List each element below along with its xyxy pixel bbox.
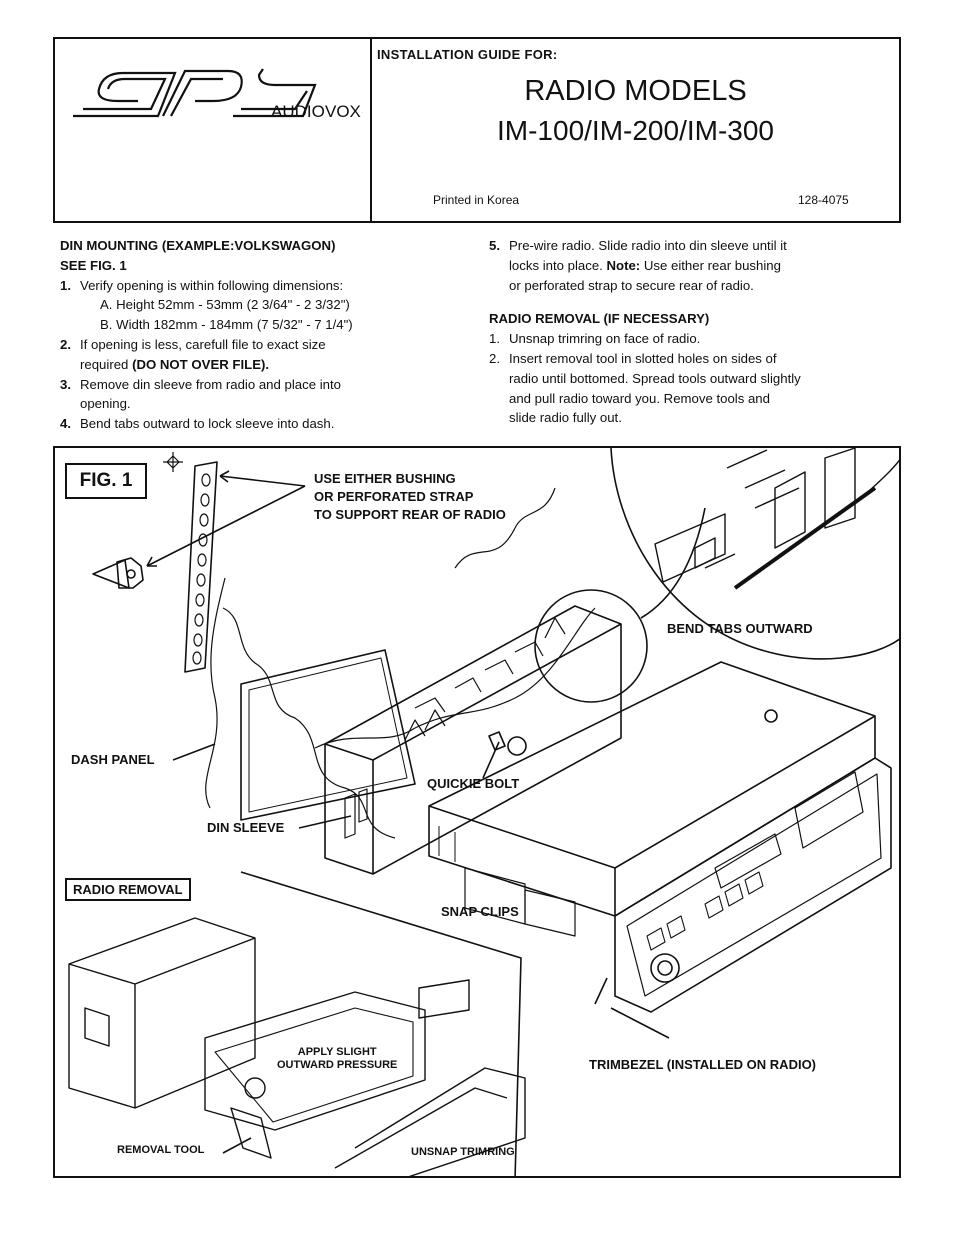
note-label: Note: [606, 257, 641, 273]
step-5-line1: Pre-wire radio. Slide radio into din sle… [509, 238, 787, 253]
removal-step-2: 2. Insert removal tool in slotted holes … [489, 349, 889, 428]
din-sleeve-art [324, 605, 622, 875]
callout-bushing: USE EITHER BUSHING OR PERFORATED STRAP T… [314, 470, 506, 524]
removal-step-2-line2: radio until bottomed. Spread tools outwa… [509, 370, 801, 386]
radio-removal-label: RADIO REMOVAL [65, 878, 191, 901]
bushing [92, 557, 144, 589]
step-5-line2-post: Use either rear bushing [640, 257, 781, 273]
callout-bend-tabs: BEND TABS OUTWARD [667, 621, 813, 636]
step-5-line2-text: locks into place. [509, 257, 607, 273]
step-3-line2: opening. [80, 396, 131, 412]
removal-illustration [68, 917, 526, 1176]
callout-bushing-line3: TO SUPPORT REAR OF RADIO [314, 507, 506, 522]
step-1: 1. Verify opening is within following di… [60, 276, 445, 296]
callout-quickie-bolt: QUICKIE BOLT [427, 776, 520, 791]
callout-bushing-line2: OR PERFORATED STRAP [314, 489, 474, 504]
figure-1: FIG. 1 USE EITHER BUSHING OR PERFORATED … [53, 446, 901, 1178]
svg-text:VOX·: VOX· [325, 102, 363, 121]
step-5-number: 5. [489, 238, 500, 253]
removal-step-2-line4: slide radio fully out. [509, 410, 622, 426]
step-4: 4. Bend tabs outward to lock sleeve into… [60, 414, 445, 434]
step-2-number: 2. [60, 336, 71, 352]
installation-illustration [68, 448, 899, 1176]
guide-label: INSTALLATION GUIDE FOR: [377, 47, 558, 62]
step-5-line2: locks into place. Note: Use either rear … [509, 256, 889, 276]
header-box: AUDIO VOX· INSTALLATION GUIDE FOR: RADIO… [53, 37, 901, 223]
svg-text:AUDIO: AUDIO [271, 102, 325, 121]
step-3-line1: Remove din sleeve from radio and place i… [80, 376, 341, 392]
callout-bushing-line1: USE EITHER BUSHING [314, 471, 456, 486]
do-not-over-file: (DO NOT OVER FILE). [132, 356, 270, 372]
removal-step-1: 1. Unsnap trimring on face of radio. [489, 329, 889, 349]
step-1-number: 1. [60, 277, 71, 293]
title-radio-models: RADIO MODELS [524, 75, 747, 107]
callout-apply-pressure: APPLY SLIGHT OUTWARD PRESSURE [277, 1046, 397, 1072]
removal-step-2-line3: and pull radio toward you. Remove tools … [509, 390, 770, 406]
title-model-numbers: IM-100/IM-200/IM-300 [497, 115, 774, 146]
see-fig-heading: SEE FIG. 1 [60, 257, 127, 273]
step-1-height: A. Height 52mm - 53mm (2 3/64" - 2 3/32"… [100, 297, 350, 313]
step-2-line2-text: required [80, 356, 133, 372]
step-3-number: 3. [60, 376, 71, 392]
part-number: 128-4075 [798, 193, 849, 207]
radio-removal-heading: RADIO REMOVAL (IF NECESSARY) [489, 311, 710, 327]
removal-step-1-text: Unsnap trimring on face of radio. [509, 331, 701, 347]
right-instructions: 5. Pre-wire radio. Slide radio into din … [489, 236, 889, 428]
step-2-line1: If opening is less, carefull file to exa… [80, 336, 326, 352]
removal-step-2-line1: Insert removal tool in slotted holes on … [509, 350, 777, 366]
printed-in-text: Printed in Korea [433, 193, 520, 207]
logo-cell: AUDIO VOX· [55, 39, 372, 221]
callout-apply-pressure-line1: APPLY SLIGHT [297, 1046, 377, 1058]
callout-unsnap-trimring: UNSNAP TRIMRING [411, 1146, 515, 1158]
radio-chassis [428, 661, 892, 1013]
step-1-text: Verify opening is within following dimen… [80, 277, 344, 293]
callout-trimbezel: TRIMBEZEL (INSTALLED ON RADIO) [589, 1057, 817, 1072]
din-mounting-heading: DIN MOUNTING (EXAMPLE:VOLKSWAGON) [60, 238, 336, 253]
step-3: 3. Remove din sleeve from radio and plac… [60, 375, 445, 415]
callout-snap-clips: SNAP CLIPS [441, 904, 519, 919]
removal-step-1-number: 1. [489, 331, 500, 347]
step-2: 2. If opening is less, carefull file to … [60, 335, 445, 375]
callout-dash-panel: DASH PANEL [71, 752, 155, 767]
step-4-number: 4. [60, 416, 71, 432]
fig-1-label: FIG. 1 [65, 463, 147, 499]
removal-step-2-number: 2. [489, 350, 500, 366]
step-5-line3: or perforated strap to secure rear of ra… [509, 277, 754, 293]
step-4-text: Bend tabs outward to lock sleeve into da… [80, 416, 335, 432]
step-1-width: B. Width 182mm - 184mm (7 5/32" - 7 1/4"… [100, 317, 353, 333]
din-mounting-section: DIN MOUNTING (EXAMPLE:VOLKSWAGON) SEE FI… [60, 236, 445, 434]
step-2-line2: required (DO NOT OVER FILE). [80, 355, 445, 375]
callout-apply-pressure-line2: OUTWARD PRESSURE [277, 1059, 398, 1071]
callout-removal-tool: REMOVAL TOOL [117, 1144, 205, 1156]
step-5: 5. Pre-wire radio. Slide radio into din … [489, 236, 889, 295]
callout-din-sleeve: DIN SLEEVE [207, 820, 285, 835]
sps-audiovox-logo: AUDIO VOX· [73, 68, 363, 121]
